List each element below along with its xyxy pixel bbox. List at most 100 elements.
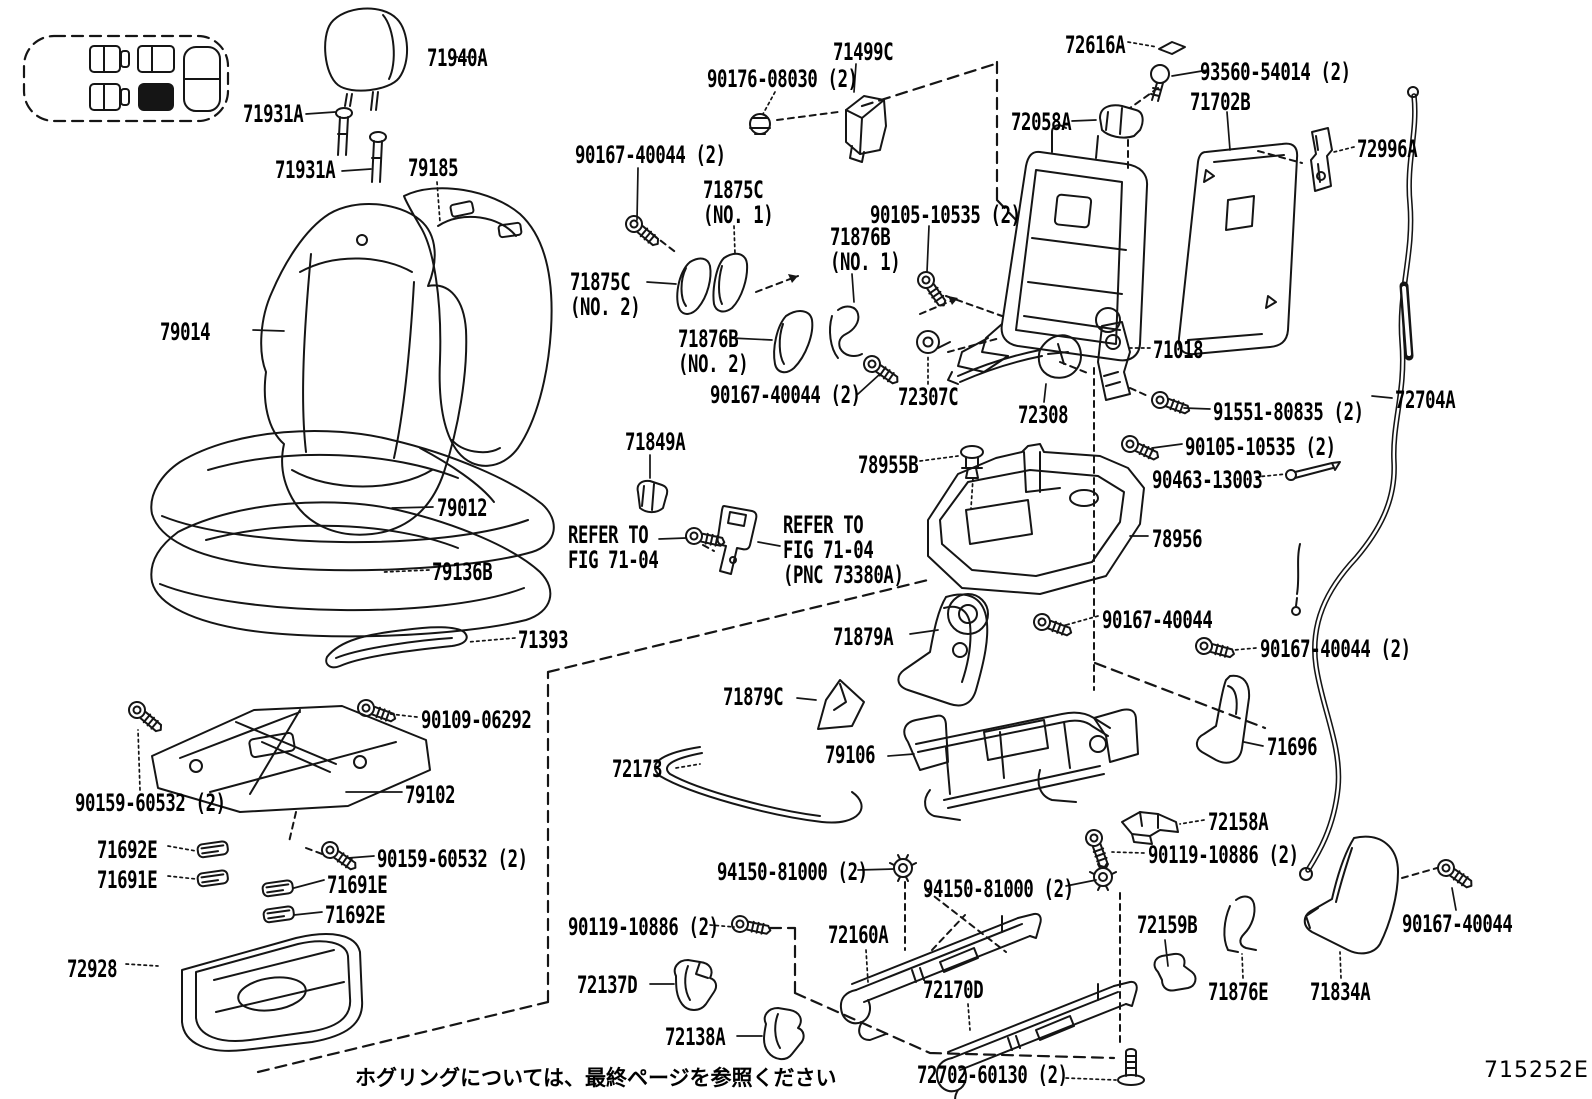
part-label-71393: 71393 (518, 626, 569, 654)
part-label-71931A: 71931A (275, 156, 336, 184)
part-71879C-cover-cap (817, 679, 865, 730)
part-72704A-cable (1291, 86, 1419, 881)
part-label-71499C: 71499C (833, 38, 894, 66)
part-71393-strap (325, 626, 468, 669)
part-label-90167-40044-2: 90167-40044 (2) (1260, 635, 1411, 663)
part-label-71691E: 71691E (97, 866, 158, 894)
part-label-71875C: 71875C(NO. 1) (703, 176, 774, 229)
part-72173-wire (653, 746, 863, 824)
part-label-71018: 71018 (1153, 336, 1204, 364)
part-label-90119-10886-2: 90119-10886 (2) (1148, 841, 1299, 869)
part-label-90167-40044: 90167-40044 (1102, 606, 1213, 634)
part-label-79014: 79014 (160, 318, 211, 346)
part-71876E-belt-guide (1223, 895, 1257, 953)
part-label-94150-81000-2: 94150-81000 (2) (923, 875, 1074, 903)
part-label-90105-10535-2: 90105-10535 (2) (870, 201, 1021, 229)
part-79102-cushion-frame-panel (151, 705, 431, 813)
screw-93560-icon (1150, 64, 1170, 102)
part-label-71849A: 71849A (625, 428, 686, 456)
part-72308-lock-control (947, 334, 1082, 385)
part-label-90119-10886-2: 90119-10886 (2) (568, 913, 719, 941)
nut-94150-icon (889, 854, 917, 882)
part-79185-seatback-cover-rear (403, 187, 553, 467)
clip-72616A-icon (1158, 41, 1186, 55)
fasteners (124, 41, 1477, 1086)
part-label-72058A: 72058A (1011, 108, 1072, 136)
part-seatback-frame (957, 124, 1149, 373)
part-label-72170D: 72170D (923, 976, 984, 1004)
bolt-90167-icon (859, 351, 903, 390)
bolt-90167-icon (621, 211, 664, 252)
part-label-72308: 72308 (1018, 401, 1069, 429)
part-label-72704A: 72704A (1395, 386, 1456, 414)
bolt-90159-icon (124, 697, 167, 738)
part-label-72159B: 72159B (1137, 911, 1198, 939)
part-71499C-bracket (845, 95, 887, 163)
bolt-90167-icon (1193, 635, 1238, 663)
figure-id: 715252E (1484, 1058, 1589, 1083)
part-label-71691E: 71691E (327, 871, 388, 899)
part-79106-seat-frame (903, 593, 1139, 821)
part-71876B-hinge-cover-no1 (829, 305, 863, 359)
part-label-72158A: 72158A (1208, 808, 1269, 836)
part-label-90167-40044-2: 90167-40044 (2) (575, 141, 726, 169)
part-71849A-clip (636, 479, 669, 514)
leader-lines (125, 41, 1457, 1081)
part-label-72616A: 72616A (1065, 31, 1126, 59)
part-label-79136B: 79136B (432, 558, 493, 586)
part-label-90109-06292: 90109-06292 (421, 706, 532, 734)
part-label-71696: 71696 (1267, 733, 1318, 761)
part-71931A-headrest-supports (335, 107, 387, 183)
part-label-71876E: 71876E (1208, 978, 1269, 1006)
part-label-71879C: 71879C (723, 683, 784, 711)
part-label-71876B: 71876B(NO. 2) (678, 325, 749, 378)
part-label-79102: 79102 (405, 781, 456, 809)
part-label-90159-60532-2: 90159-60532 (2) (75, 789, 226, 817)
part-72137D-clamp (673, 959, 718, 1011)
part-label-72173: 72173 (612, 755, 663, 783)
part-72138A-clamp (763, 1007, 805, 1060)
part-label-93560-54014-2: 93560-54014 (2) (1200, 58, 1351, 86)
part-79014-seatback-cover-front (260, 203, 468, 536)
part-label-71702B: 71702B (1190, 88, 1251, 116)
pin-90463-icon (1285, 461, 1341, 481)
part-78955B-clip (960, 445, 984, 479)
part-label-71692E: 71692E (325, 901, 386, 929)
part-label-90463-13003: 90463-13003 (1152, 466, 1263, 494)
part-label-72307C: 72307C (898, 383, 959, 411)
part-71696-recliner-cover-outer (1196, 674, 1251, 764)
bolt-90119-icon (729, 913, 773, 940)
part-72058A-lock-cap (1099, 104, 1144, 139)
part-label-71879A: 71879A (833, 623, 894, 651)
bolt-90159-icon (317, 837, 361, 876)
part-label-72137D: 72137D (577, 971, 638, 999)
part-79136B-cushion-pad (150, 501, 552, 638)
part-label-72138A: 72138A (665, 1023, 726, 1051)
part-72996A-striker-bracket (1310, 127, 1333, 192)
part-label-90159-60532-2: 90159-60532 (2) (377, 845, 528, 873)
part-label-71931A: 71931A (243, 100, 304, 128)
bolt-90109-icon (354, 696, 399, 728)
part-71702B-seatback-board (1177, 142, 1299, 356)
part-71834A-recliner-cover (1303, 835, 1399, 955)
bolt-91551-icon (1148, 388, 1193, 420)
part-label-72160A: 72160A (828, 921, 889, 949)
part-label-91551-80835-2: 91551-80835 (2) (1213, 398, 1364, 426)
part-label-79106: 79106 (825, 741, 876, 769)
part-label-90176-08030-2: 90176-08030 (2) (707, 65, 858, 93)
part-78956-seat-riser (927, 443, 1145, 595)
part-71876B-hinge-cover-no2 (773, 310, 814, 374)
nut-94150-icon (1089, 863, 1117, 891)
bolt-90167-icon (1030, 610, 1075, 642)
part-71875C-hinge-cover-no1 (712, 252, 749, 313)
construction-lines (256, 60, 1438, 1074)
part-label-79185: 79185 (408, 154, 459, 182)
bolt-90167-icon (1433, 855, 1477, 894)
part-label-90105-10535-2: 90105-10535 (2) (1185, 433, 1336, 461)
screw-90105-icon (1118, 432, 1163, 466)
part-label-71834A: 71834A (1310, 978, 1371, 1006)
